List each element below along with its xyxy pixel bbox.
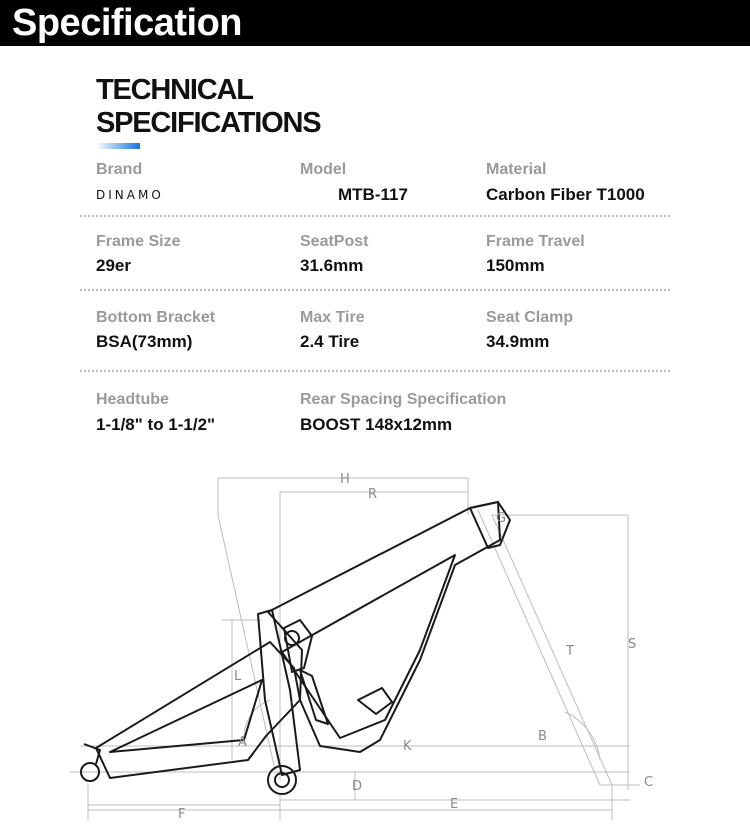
bottom-bracket-value: BSA(73mm) [96,332,193,351]
model-label: Model [300,161,347,178]
rear-spacing-label: Rear Spacing Specification [300,391,507,408]
divider [80,289,670,291]
frame-travel-label: Frame Travel [486,233,585,250]
frame-size-label: Frame Size [96,233,181,250]
model-value: MTB-117 [338,185,408,204]
dim-label-b: B [538,729,547,744]
dim-label-e: E [450,797,458,812]
dim-label-d: D [352,779,362,794]
header-banner: Specification [0,0,750,46]
dim-label-s: S [628,637,636,652]
dim-label-f: F [178,807,185,822]
seat-clamp-value: 34.9mm [486,332,550,351]
headtube-label: Headtube [96,391,169,408]
frame-geometry-diagram: H R G S T L B K A C D E F [70,472,653,822]
max-tire-label: Max Tire [300,309,365,326]
rear-spacing-value: BOOST 148x12mm [300,415,453,434]
seatpost-value: 31.6mm [300,256,364,275]
dim-label-k: K [403,739,412,754]
section-title-line1: TECHNICAL [96,74,254,106]
brand-label: Brand [96,161,143,178]
dim-label-l: L [234,669,242,684]
brand-logo: DINAMO [96,188,164,202]
section-title: TECHNICAL SPECIFICATIONS [96,74,322,140]
accent-bar [96,143,140,149]
dim-label-r: R [368,487,377,502]
material-value: Carbon Fiber T1000 [486,185,645,204]
dim-label-a: A [238,735,247,750]
dim-label-h: H [340,472,350,487]
section-title-line2: SPECIFICATIONS [96,107,322,139]
divider [80,370,670,372]
divider [80,215,670,217]
seatpost-label: SeatPost [300,233,369,250]
material-label: Material [486,161,547,178]
dim-label-g: G [496,511,506,526]
page-title: Specification [12,2,243,44]
dim-label-t: T [565,644,574,659]
frame-size-value: 29er [96,256,131,275]
headtube-value: 1-1/8" to 1-1/2" [96,415,216,434]
dim-label-c: C [644,775,653,790]
bottom-bracket-label: Bottom Bracket [96,309,216,326]
frame-travel-value: 150mm [486,256,545,275]
seat-clamp-label: Seat Clamp [486,309,574,326]
max-tire-value: 2.4 Tire [300,332,360,351]
